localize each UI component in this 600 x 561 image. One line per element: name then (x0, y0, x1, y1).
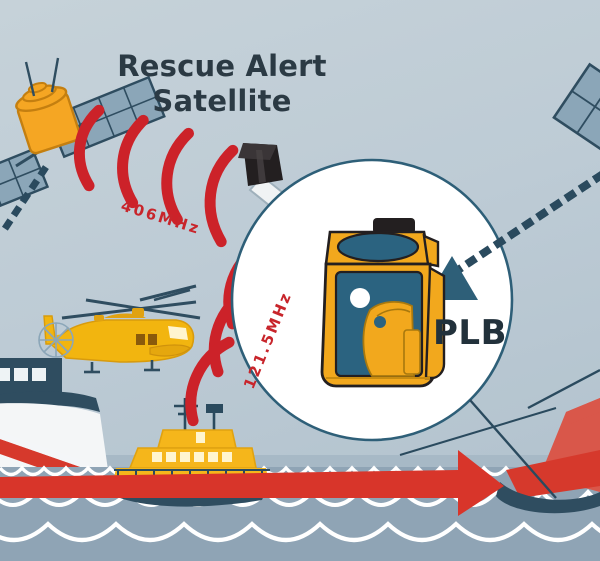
plb-label: PLB (433, 313, 507, 353)
rescue-helicopter (38, 284, 201, 374)
signal-arcs-406 (73, 104, 239, 248)
capsized-sailboat (399, 368, 600, 514)
plb-device (320, 218, 446, 388)
direction-arrow (0, 450, 504, 516)
rescue-satellite-left (0, 57, 166, 241)
page-title-line1: Rescue Alert (117, 49, 326, 83)
page-title-line2: Satellite (152, 84, 291, 118)
